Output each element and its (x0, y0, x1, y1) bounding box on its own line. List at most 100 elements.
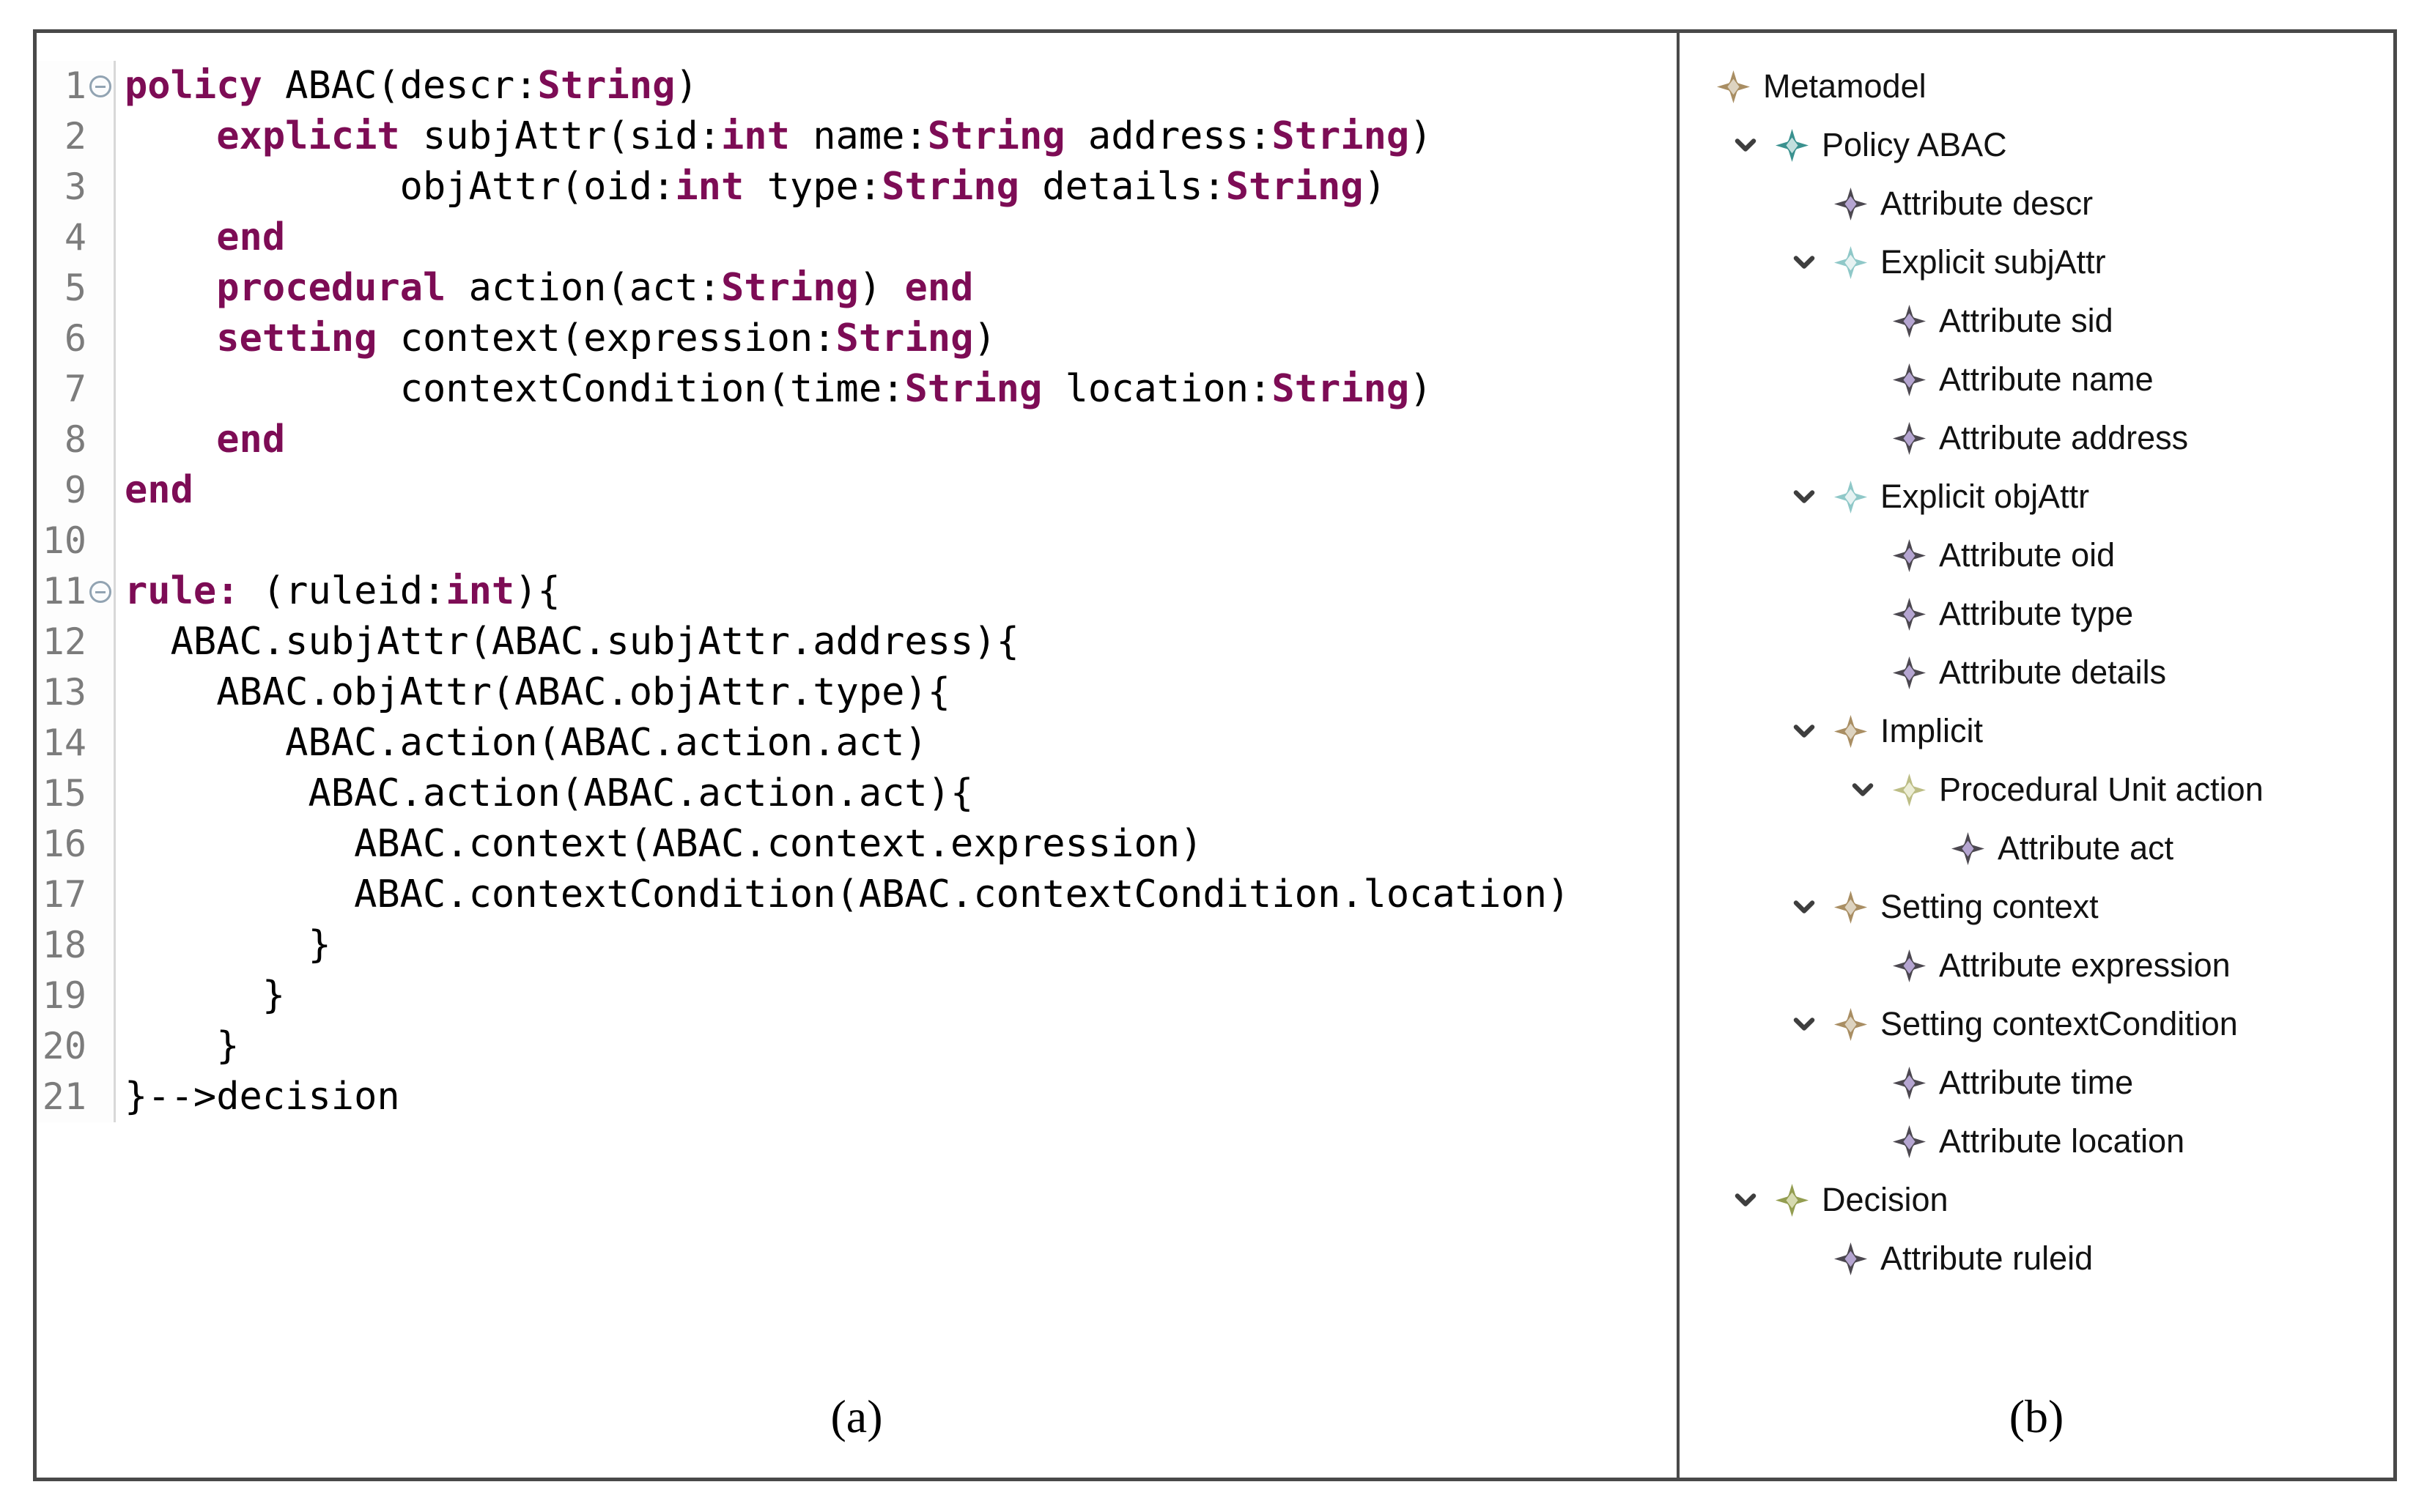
tree-item[interactable]: Explicit objAttr (1680, 467, 2393, 526)
tree-item-label: Policy ABAC (1822, 126, 2007, 163)
expand-toggle[interactable] (1775, 893, 1833, 921)
tree-item-label: Decision (1822, 1181, 1948, 1218)
expand-toggle[interactable] (1775, 1010, 1833, 1038)
code-text[interactable]: end (216, 418, 286, 462)
fold-gutter (86, 718, 116, 768)
code-text[interactable]: objAttr(oid:int type:String details:Stri… (125, 165, 1386, 209)
procedural-icon (1892, 773, 1927, 807)
line-number: 15 (37, 768, 86, 819)
line-number: 12 (37, 617, 86, 667)
code-text[interactable]: } (125, 1024, 240, 1068)
code-line: 10 (37, 516, 1677, 566)
fold-gutter (86, 667, 116, 718)
tree-item[interactable]: Attribute ruleid (1680, 1229, 2393, 1288)
code-line: 19 } (37, 971, 1677, 1021)
code-line: 13 ABAC.objAttr(ABAC.objAttr.type){ (37, 667, 1677, 718)
attribute-icon (1892, 949, 1927, 982)
chevron-down-icon[interactable] (1732, 131, 1759, 159)
code-text[interactable]: ABAC.objAttr(ABAC.objAttr.type){ (125, 670, 951, 714)
tree-item[interactable]: Attribute descr (1680, 174, 2393, 233)
fold-gutter (86, 263, 116, 314)
code-line: 14 ABAC.action(ABAC.action.act) (37, 718, 1677, 768)
chevron-down-icon[interactable] (1732, 1186, 1759, 1214)
line-number: 19 (37, 971, 86, 1021)
explicit-icon (1833, 245, 1868, 279)
code-text[interactable]: } (125, 923, 331, 967)
code-text[interactable]: ABAC.action(ABAC.action.act){ (125, 771, 974, 815)
code-text[interactable] (116, 516, 125, 566)
tree-item-label: Attribute sid (1939, 302, 2113, 339)
tree-item-label: Attribute descr (1880, 185, 2094, 222)
tree-item[interactable]: Decision (1680, 1171, 2393, 1229)
code-text[interactable]: contextCondition(time:String location:St… (125, 367, 1433, 411)
code-text[interactable]: } (125, 974, 286, 1018)
line-number: 5 (37, 263, 86, 314)
fold-collapse-icon[interactable] (89, 580, 111, 603)
code-text[interactable]: policy ABAC(descr:String) (125, 64, 698, 108)
code-text[interactable]: ABAC.context(ABAC.context.expression) (125, 822, 1203, 866)
code-text[interactable]: procedural action(act:String) end (216, 266, 974, 310)
code-text[interactable]: end (216, 215, 286, 259)
tree-item[interactable]: Attribute expression (1680, 936, 2393, 995)
code-text[interactable]: explicit subjAttr(sid:int name:String ad… (216, 114, 1433, 158)
tree-item-label: Metamodel (1763, 67, 1927, 105)
line-number: 9 (37, 465, 86, 516)
chevron-down-icon[interactable] (1790, 717, 1818, 745)
tree-item[interactable]: Attribute time (1680, 1053, 2393, 1112)
attribute-icon (1833, 187, 1868, 220)
chevron-down-icon[interactable] (1790, 1010, 1818, 1038)
attribute-icon (1892, 421, 1927, 455)
code-text[interactable]: ABAC.contextCondition(ABAC.contextCondit… (125, 872, 1570, 916)
chevron-down-icon[interactable] (1790, 248, 1818, 276)
line-number: 8 (37, 415, 86, 465)
tree-item[interactable]: Attribute act (1680, 819, 2393, 878)
tree-item[interactable]: Explicit subjAttr (1680, 233, 2393, 292)
fold-collapse-icon[interactable] (89, 75, 111, 97)
line-number: 10 (37, 516, 86, 566)
chevron-down-icon[interactable] (1790, 893, 1818, 921)
code-text[interactable]: setting context(expression:String) (216, 316, 997, 360)
code-text[interactable]: ABAC.action(ABAC.action.act) (125, 721, 928, 765)
tree-item[interactable]: Setting context (1680, 878, 2393, 936)
tree-item-label: Attribute expression (1939, 946, 2231, 984)
tree-item[interactable]: Attribute name (1680, 350, 2393, 409)
fold-gutter (86, 111, 116, 162)
tree-item[interactable]: Implicit (1680, 702, 2393, 760)
code-text[interactable]: ABAC.subjAttr(ABAC.subjAttr.address){ (125, 620, 1019, 664)
tree-item[interactable]: Setting contextCondition (1680, 995, 2393, 1053)
tree-item-label: Attribute ruleid (1880, 1239, 2094, 1277)
fold-gutter (86, 819, 116, 870)
code-text[interactable]: rule: (ruleid:int){ (125, 569, 561, 613)
code-line: 2 explicit subjAttr(sid:int name:String … (37, 111, 1677, 162)
line-number: 7 (37, 364, 86, 415)
expand-toggle[interactable] (1833, 776, 1892, 804)
tree-item[interactable]: Policy ABAC (1680, 116, 2393, 174)
tree-item[interactable]: Attribute sid (1680, 292, 2393, 350)
line-number: 6 (37, 314, 86, 364)
chevron-down-icon[interactable] (1790, 483, 1818, 511)
fold-gutter (86, 415, 116, 465)
code-line: 21}-->decision (37, 1072, 1677, 1122)
tree-item[interactable]: Attribute type (1680, 585, 2393, 643)
tree-item[interactable]: Attribute details (1680, 643, 2393, 702)
expand-toggle[interactable] (1716, 1186, 1775, 1214)
expand-toggle[interactable] (1775, 717, 1833, 745)
code-text[interactable]: end (125, 468, 193, 512)
fold-gutter (86, 314, 116, 364)
code-text[interactable]: }-->decision (125, 1075, 400, 1119)
tree-item[interactable]: Attribute location (1680, 1112, 2393, 1171)
tree-item[interactable]: Metamodel (1680, 57, 2393, 116)
expand-toggle[interactable] (1775, 483, 1833, 511)
line-number: 3 (37, 162, 86, 212)
tree-item[interactable]: Attribute oid (1680, 526, 2393, 585)
chevron-down-icon[interactable] (1849, 776, 1877, 804)
attribute-icon (1951, 831, 1985, 865)
tree-item-label: Explicit objAttr (1880, 478, 2090, 515)
tree-item[interactable]: Procedural Unit action (1680, 760, 2393, 819)
expand-toggle[interactable] (1716, 131, 1775, 159)
tree-item[interactable]: Attribute address (1680, 409, 2393, 467)
expand-toggle[interactable] (1775, 248, 1833, 276)
